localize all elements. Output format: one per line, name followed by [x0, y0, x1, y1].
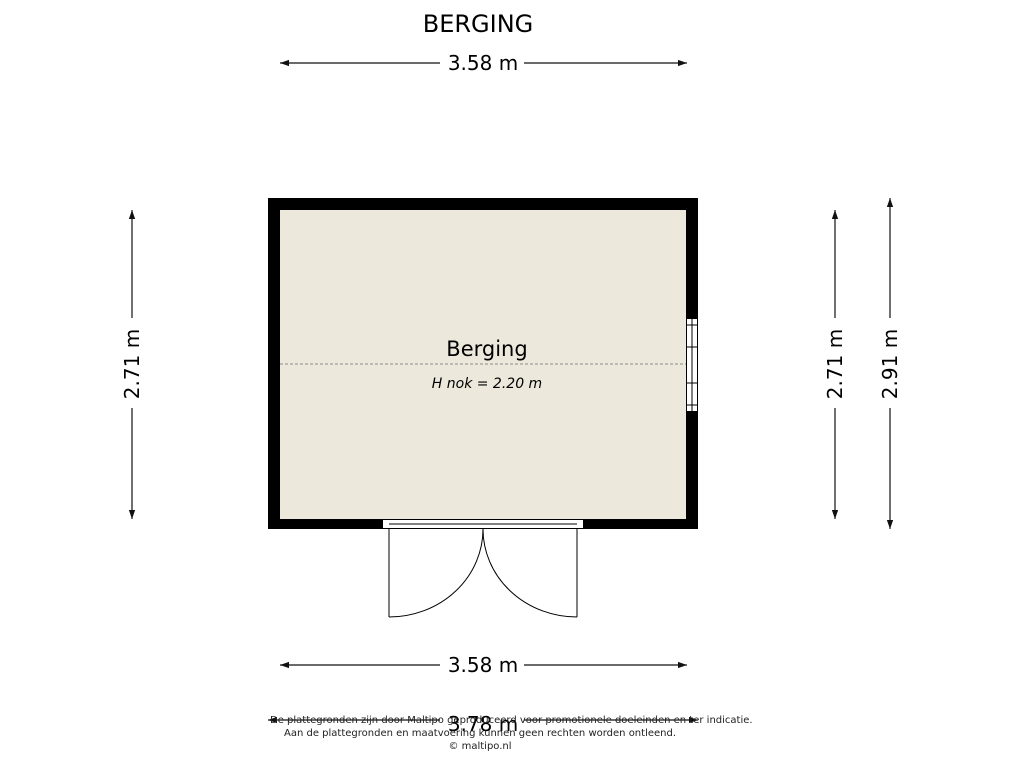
dimension-right-inner: 2.71 m: [823, 210, 847, 519]
disclaimer: De plattegronden zijn door Maltipo gepro…: [270, 714, 753, 753]
ridge-height-label: H nok = 2.20 m: [432, 376, 542, 392]
dimension-bottom-inner: 3.58 m: [280, 653, 687, 677]
dimension-left-label: 2.71 m: [120, 329, 144, 399]
dimension-top-label: 3.58 m: [448, 51, 518, 75]
dimension-bottom-inner-label: 3.58 m: [448, 653, 518, 677]
plan-title: BERGING: [423, 10, 534, 38]
disclaimer-line-2: Aan de plattegronden en maatvoering kunn…: [283, 728, 677, 739]
dimension-bottom-outer-label: 3.78 m: [448, 712, 518, 736]
disclaimer-line-1: De plattegronden zijn door Maltipo gepro…: [270, 715, 753, 726]
dimension-right-outer: 2.91 m: [878, 198, 902, 529]
dimension-right-outer-label: 2.91 m: [878, 329, 902, 399]
disclaimer-line-3: © maltipo.nl: [448, 741, 512, 752]
dimension-bottom-outer: 3.78 m: [268, 712, 698, 736]
room-name: Berging: [446, 337, 527, 361]
double-door: [382, 519, 584, 618]
dimension-right-inner-label: 2.71 m: [823, 329, 847, 399]
dimension-left: 2.71 m: [120, 210, 144, 519]
dimension-top: 3.58 m: [280, 51, 687, 75]
window-right: [686, 318, 698, 412]
